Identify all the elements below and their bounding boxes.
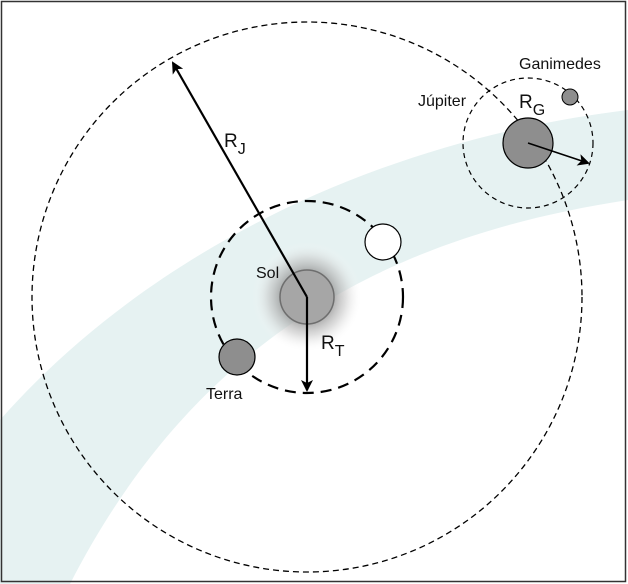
jupiter-orbit: [31, 21, 583, 573]
jupiter-label: Júpiter: [418, 93, 467, 110]
ganymede-radius-arrow: [527, 142, 590, 166]
earth-radius-main: R: [321, 333, 335, 354]
jupiter-radius-label: RJ: [224, 131, 246, 158]
ganymede-label: Ganimedes: [519, 56, 601, 73]
earth-label: Terra: [206, 386, 243, 403]
ganymede-radius-label: RG: [519, 92, 545, 119]
ganymede-orbit: [462, 77, 594, 209]
ganymede-radius-sub: G: [533, 102, 545, 119]
earth-radius-label: RT: [321, 333, 345, 360]
sun-label: Sol: [256, 265, 279, 282]
ganymede-icon: [561, 88, 579, 106]
background-band: [0, 110, 628, 584]
earth-orbit: [209, 199, 405, 395]
ganymede-radius-main: R: [519, 92, 533, 113]
jupiter-radius-sub: J: [238, 141, 246, 158]
jupiter-radius-main: R: [224, 131, 238, 152]
jupiter-radius-arrow: [172, 61, 308, 298]
earth-icon: [218, 338, 256, 376]
earth-alt-position-icon: [364, 223, 402, 261]
earth-radius-sub: T: [335, 343, 345, 360]
